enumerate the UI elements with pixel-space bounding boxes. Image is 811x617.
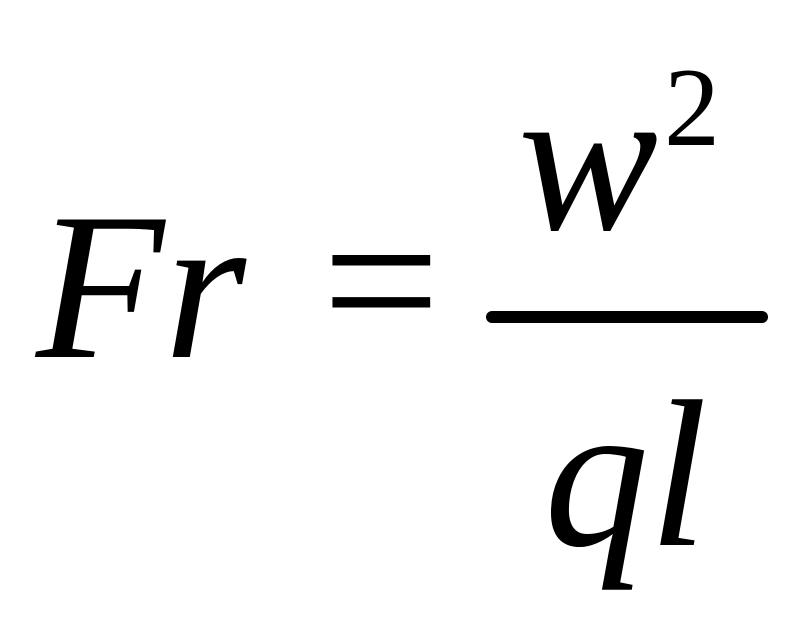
numerator: w bbox=[518, 43, 659, 275]
fraction-bar bbox=[486, 311, 768, 323]
denominator: ql bbox=[544, 359, 708, 591]
formula-lhs: Fr bbox=[36, 171, 246, 403]
numerator-exponent: 2 bbox=[664, 46, 720, 170]
equals-sign: = bbox=[322, 165, 441, 397]
